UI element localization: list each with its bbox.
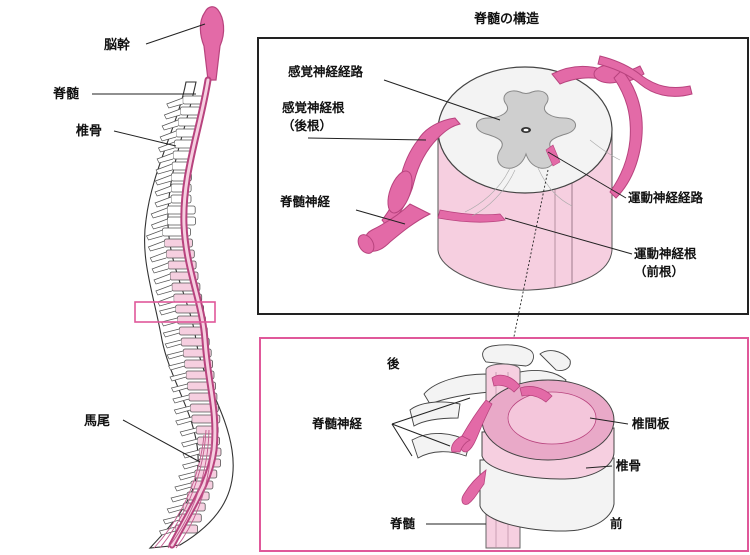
vertebra-process <box>156 152 174 164</box>
vertebra-process <box>173 405 191 415</box>
vertebra-process <box>151 262 169 274</box>
label-motor-tract: 運動神経経路 <box>628 190 704 205</box>
vertebra-process <box>161 119 179 131</box>
vertebra-process <box>162 328 180 338</box>
label-spinal-cord: 脊髄 <box>52 86 79 102</box>
brainstem-shape <box>199 6 225 81</box>
label-brainstem: 脳幹 <box>104 37 131 53</box>
vertebra-process <box>175 416 192 426</box>
connector-line <box>507 169 549 367</box>
vertebra-process <box>154 196 172 208</box>
vertebra-process <box>146 229 163 241</box>
vertebra-illustration <box>409 344 615 549</box>
vertebra-process <box>170 383 188 393</box>
vertebra-process <box>153 273 171 285</box>
vertebra-process <box>155 284 172 296</box>
vertebra-process <box>154 174 172 186</box>
vertebra-nerve-roots <box>451 374 553 505</box>
vertebra-segment <box>179 106 201 116</box>
label-spinal-cord-vb: 脊髄 <box>389 516 416 531</box>
vertebra-process <box>155 163 173 175</box>
cross-section-illustration <box>357 55 693 291</box>
label-vertebra: 椎骨 <box>75 123 102 139</box>
vertebra-segment <box>182 95 204 105</box>
label-posterior: 後 <box>387 356 400 371</box>
label-spinal-nerve-vb: 脊髄神経 <box>311 416 363 431</box>
label-sensory-tract: 感覚神経経路 <box>288 64 364 79</box>
vertebra-process <box>159 306 176 316</box>
vertebra-process <box>168 361 185 371</box>
vertebra-process <box>174 482 191 492</box>
vertebra-process <box>147 240 165 252</box>
spine-figure <box>134 6 234 549</box>
vertebra-process <box>162 515 180 525</box>
vertebra-process <box>166 350 184 360</box>
vertebra-process <box>172 394 189 404</box>
vertebra-process <box>157 295 174 307</box>
vertebra-process <box>159 130 177 142</box>
spinal-nerve-right <box>609 69 643 199</box>
vertebra-process <box>150 218 168 230</box>
vertebra-process <box>182 449 200 459</box>
label-vertebra-vb: 椎骨 <box>615 458 641 473</box>
label-motor-root-alt: （前根） <box>634 264 684 279</box>
vertebra-process <box>170 493 188 503</box>
vertebra-process <box>163 108 181 120</box>
label-anterior: 前 <box>610 516 623 531</box>
spine-highlight-box <box>134 301 216 323</box>
label-sensory-root: 感覚神経根 <box>282 100 345 115</box>
diagram-title: 脊髄の構造 <box>473 11 540 27</box>
vertebra-process <box>179 427 197 437</box>
label-motor-root: 運動神経根 <box>634 246 697 261</box>
cauda-equina-strands <box>153 429 213 549</box>
vertebra-process <box>164 339 182 349</box>
cross-section-labels: 感覚神経経路 感覚神経根 （後根） 脊髄神経 運動神経経路 運動神経根 （前根） <box>279 64 704 279</box>
vertebra-process <box>166 97 183 109</box>
vertebra-process <box>149 251 167 263</box>
vertebra-process <box>181 438 198 448</box>
label-disc: 椎間板 <box>631 416 670 431</box>
vertebra-process <box>182 460 199 470</box>
vertebra-process <box>150 207 168 219</box>
label-spinal-nerve-xs: 脊髄神経 <box>279 194 331 209</box>
vertebra-process <box>154 185 172 197</box>
label-cauda-equina: 馬尾 <box>84 414 110 429</box>
spine-labels: 脳幹 脊髄 椎骨 馬尾 <box>52 23 206 463</box>
vertebra-process <box>169 372 187 382</box>
vertebra-process <box>178 471 195 481</box>
label-sensory-root-alt: （後根） <box>282 118 332 133</box>
vertebra-labels: 後 前 脊髄神経 椎間板 椎骨 脊髄 <box>311 356 670 531</box>
vertebra-process <box>166 504 184 514</box>
